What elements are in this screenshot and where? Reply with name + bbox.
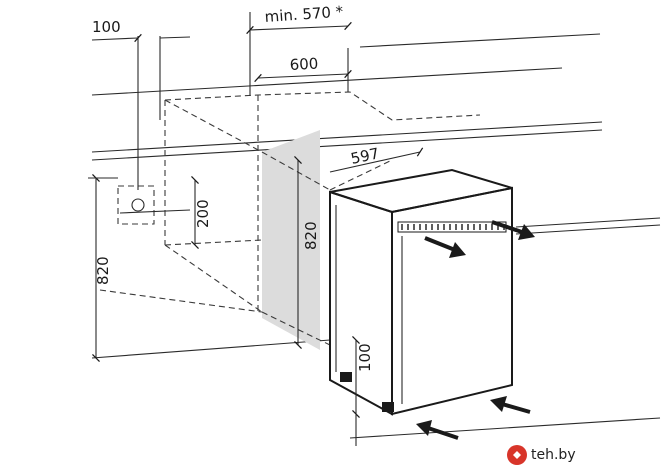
dim-label-820-inner: 820: [302, 221, 320, 250]
niche-shade: [262, 130, 320, 350]
dimension-lines: [88, 12, 424, 446]
watermark-text: teh.by: [531, 447, 576, 463]
dim-label-597: 597: [349, 144, 381, 168]
watermark: teh.by: [507, 444, 576, 466]
dim-label-820-left: 820: [94, 256, 112, 285]
arrow-out-left: [424, 236, 466, 258]
airflow-arrows: [416, 220, 535, 440]
niche-dashed-outline: [99, 91, 481, 346]
dim-label-min-570: min. 570 *: [264, 3, 344, 26]
dim-label-600: 600: [289, 55, 319, 74]
arrow-in-bottom-left: [416, 420, 459, 440]
arrow-out-right: [491, 220, 535, 240]
arrow-in-bottom-right: [490, 396, 531, 414]
appliance-body: [329, 168, 513, 416]
site-logo-icon: [507, 445, 527, 465]
dim-label-100-bottom: 100: [356, 343, 374, 372]
wall-outline: [91, 33, 661, 439]
dim-label-100-top: 100: [92, 18, 121, 36]
power-socket-icon: [117, 185, 191, 225]
dim-label-200: 200: [194, 199, 212, 228]
